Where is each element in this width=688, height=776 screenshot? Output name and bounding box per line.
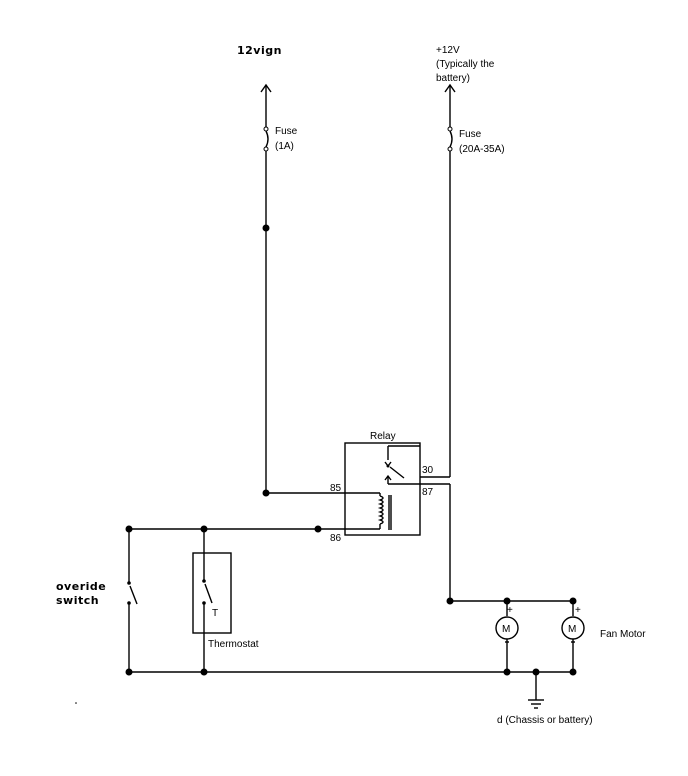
pin-87-label: 87 [422,487,434,498]
relay-box [344,442,421,536]
junction-dot [503,668,511,676]
ignition-label: 12vign [237,44,282,57]
thermostat-switch-blade [204,583,213,604]
ignition-supply [260,83,345,497]
fuse2-element [449,130,453,148]
fuse2-label: Fuse [459,129,482,140]
relay [344,442,450,536]
fuse1-label: Fuse [275,126,298,137]
pin-30-label: 30 [422,465,434,476]
battery-supply [420,83,456,478]
thermostat-label: Thermostat [208,639,259,650]
fuse1-terminal-top [263,126,269,132]
override-switch-blade [129,585,138,605]
thermostat [192,529,232,676]
battery-note-line2: battery) [436,73,470,84]
junction-dot [262,224,270,232]
motor1-plus-label: + [507,605,513,616]
motor2-plus-label: + [575,605,581,616]
ground-rail [129,668,577,709]
override-label-line1: overide [56,580,106,593]
thermostat-box [192,552,232,634]
ground-label: d (Chassis or battery) [497,715,593,726]
relay-switch-blade [389,466,405,479]
motor1-symbol: M [502,624,510,635]
override-label-line2: switch [56,594,99,607]
relay-coil [377,495,384,525]
fuse2-terminal-top [447,126,453,132]
battery-voltage-label: +12V [436,45,460,56]
fan-motor-label: Fan Motor [600,629,646,640]
fuse2-rating: (20A-35A) [459,144,505,155]
thermostat-symbol: T [212,608,218,619]
pin-86-label: 86 [330,533,342,544]
fuse1-rating: (1A) [275,141,294,152]
motor2-symbol: M [568,624,576,635]
relay-label: Relay [370,431,396,442]
override-switch [125,529,138,676]
battery-note-line1: (Typically the [436,59,495,70]
fuse1-element [265,130,269,148]
fan-circuit [446,484,585,672]
fuse1-terminal-bottom [263,146,269,152]
junction-dot [569,668,577,676]
pin-85-label: 85 [330,483,342,494]
control-line [125,525,345,533]
fuse2-terminal-bottom [447,146,453,152]
